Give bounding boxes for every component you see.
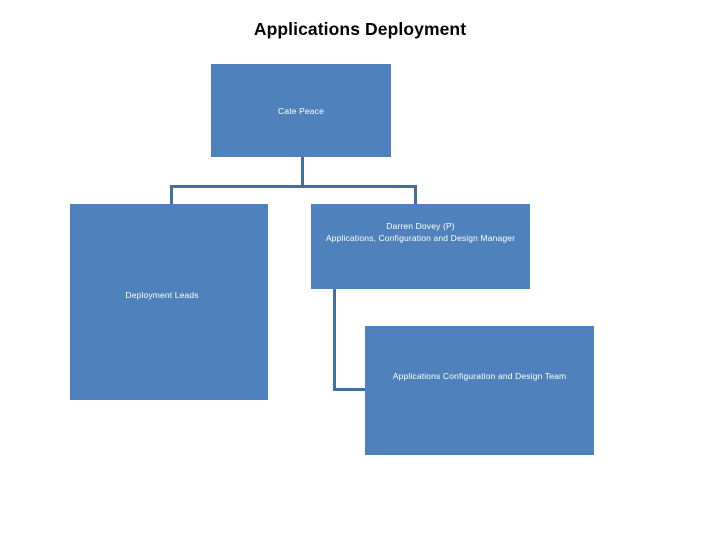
connector-root-to-manager-bar — [301, 185, 417, 188]
connector-root-trunk — [301, 157, 304, 188]
org-node-label: Cate Peace — [278, 106, 324, 116]
org-node-applications-configuration-and-design-team[interactable]: Applications Configuration and Design Te… — [365, 326, 594, 455]
org-node-label: Deployment Leads — [125, 290, 199, 300]
connector-manager-to-team-bar — [333, 388, 366, 391]
org-node-deployment-leads[interactable]: Deployment Leads — [70, 204, 268, 400]
connector-root-to-leads-bar — [170, 185, 304, 188]
page-title: Applications Deployment — [253, 19, 467, 39]
org-node-darren-dovey[interactable]: Darren Dovey (P) Applications, Configura… — [311, 204, 530, 289]
org-node-label-line2: Applications, Configuration and Design M… — [325, 232, 516, 243]
org-node-cate-peace[interactable]: Cate Peace — [211, 64, 391, 157]
org-node-label-line1: Darren Dovey (P) — [386, 221, 455, 231]
connector-root-to-manager-drop — [414, 185, 417, 204]
org-node-label: Applications Configuration and Design Te… — [392, 371, 567, 381]
connector-root-to-leads-drop — [170, 185, 173, 204]
connector-manager-trunk — [333, 289, 336, 391]
org-node-label: Darren Dovey (P) Applications, Configura… — [311, 221, 530, 244]
